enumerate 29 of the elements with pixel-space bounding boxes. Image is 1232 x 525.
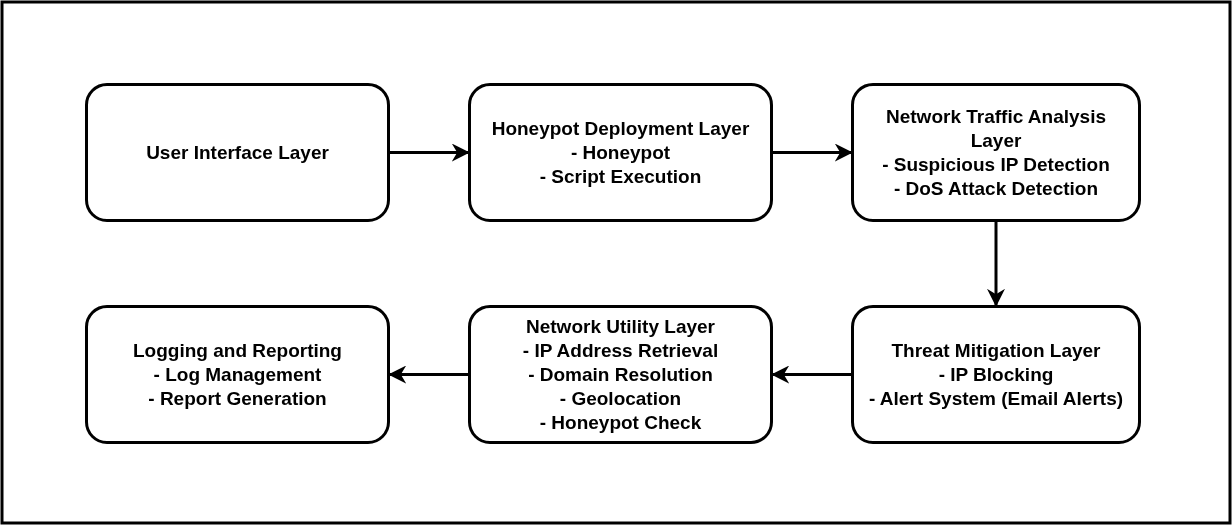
feature-item: - IP Blocking bbox=[938, 362, 1054, 387]
layer-box bbox=[85, 83, 390, 222]
arrow bbox=[987, 222, 1005, 307]
feature-item: - Log Management bbox=[153, 362, 322, 387]
layer-box bbox=[851, 83, 1141, 222]
layer-title: Logging and Reporting bbox=[133, 338, 342, 363]
feature-item: - DoS Attack Detection bbox=[893, 176, 1099, 201]
layer-box bbox=[468, 305, 773, 444]
layer-box bbox=[85, 305, 390, 444]
feature-item: - Report Generation bbox=[148, 386, 327, 411]
feature-item: - Honeypot Check bbox=[539, 410, 702, 435]
arrow bbox=[390, 143, 470, 162]
layer-box bbox=[468, 83, 773, 222]
arrow bbox=[771, 365, 851, 384]
arrow bbox=[388, 365, 468, 384]
layer-box bbox=[851, 305, 1141, 444]
feature-item: - Honeypot bbox=[570, 140, 671, 165]
layer-title: Honeypot Deployment Layer bbox=[491, 116, 750, 141]
layer-title: User Interface Layer bbox=[146, 140, 329, 165]
feature-item: - Domain Resolution bbox=[528, 362, 713, 387]
feature-item: - Suspicious IP Detection bbox=[882, 152, 1110, 177]
arrow bbox=[773, 143, 853, 162]
feature-item: - Geolocation bbox=[559, 386, 682, 411]
feature-item: - Alert System (Email Alerts) bbox=[868, 386, 1124, 411]
layer-title: Network Traffic Analysis Layer bbox=[885, 104, 1107, 153]
layer-title: Network Utility Layer bbox=[526, 314, 715, 339]
feature-item: - IP Address Retrieval bbox=[522, 338, 719, 363]
layer-title: Threat Mitigation Layer bbox=[891, 338, 1101, 363]
feature-item: - Script Execution bbox=[539, 164, 702, 189]
